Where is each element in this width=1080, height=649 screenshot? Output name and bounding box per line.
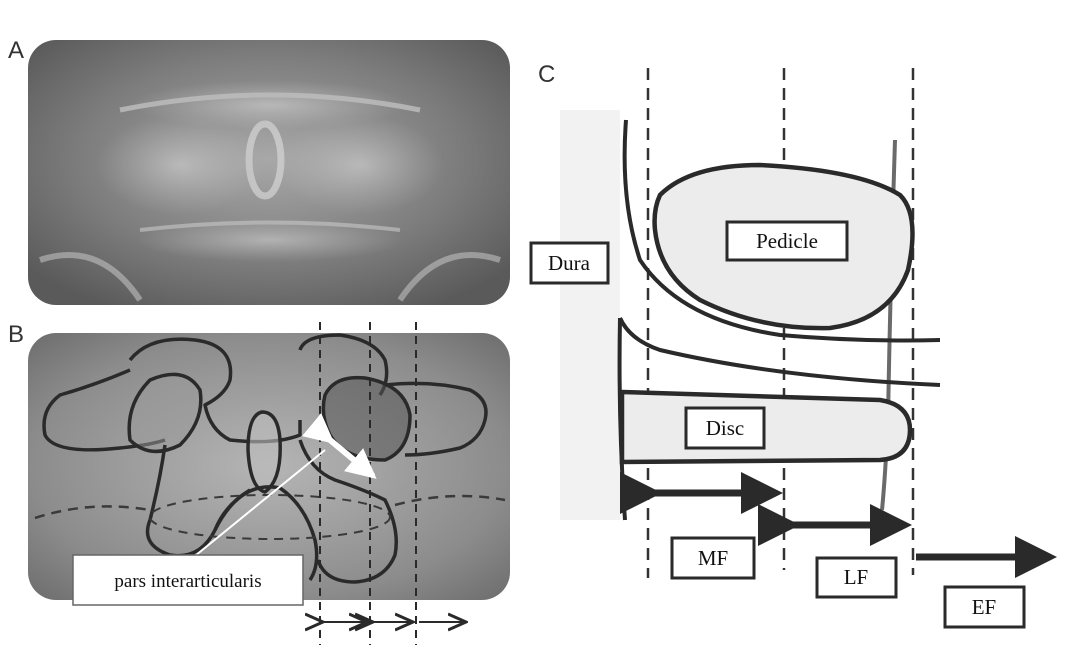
right-transverse-outline — [384, 381, 488, 457]
panel-b-letter: B — [8, 321, 24, 348]
dura-shade — [560, 110, 620, 520]
disc-shape — [619, 389, 913, 465]
panel-c: C Pedicle Disc Dura — [529, 61, 1057, 629]
mf-label-box — [670, 536, 756, 580]
pars-callout-label: pars interarticularis — [114, 571, 261, 592]
panel-c-letter: C — [538, 61, 555, 88]
left-lamina-outline — [127, 372, 203, 454]
spinous-process-outline — [246, 410, 282, 494]
xray-a-bones — [39, 80, 501, 302]
pedicle-label: Pedicle — [756, 229, 818, 253]
iliac-dashed-left — [34, 505, 151, 520]
left-transverse-outline — [42, 368, 166, 452]
panel-a: A — [8, 37, 510, 305]
panel-a-letter: A — [8, 37, 24, 64]
zone-arrows-c — [620, 472, 1057, 578]
disc-label-box — [684, 406, 766, 450]
dura-curve — [622, 119, 941, 343]
inferior-articular-outline — [213, 485, 319, 581]
disc-label: Disc — [706, 416, 745, 440]
pars-callout-line — [189, 449, 326, 561]
mf-label: MF — [698, 546, 728, 570]
iliac-dashed-right — [394, 494, 506, 507]
dura-label-box — [529, 241, 610, 285]
lf-label-box — [815, 556, 898, 599]
lf-label: LF — [844, 565, 869, 589]
ef-label: EF — [972, 595, 997, 619]
dura-label: Dura — [548, 251, 591, 275]
pars-callout-box — [72, 554, 304, 606]
pedicle-label-box — [725, 220, 849, 262]
panel-b: B — [8, 321, 510, 645]
right-articular-outline — [298, 333, 389, 396]
nerve-root-upper — [618, 317, 941, 387]
zone-lines-b — [319, 322, 417, 645]
ef-label-box — [943, 585, 1026, 629]
pars-width-arrow — [301, 413, 377, 479]
